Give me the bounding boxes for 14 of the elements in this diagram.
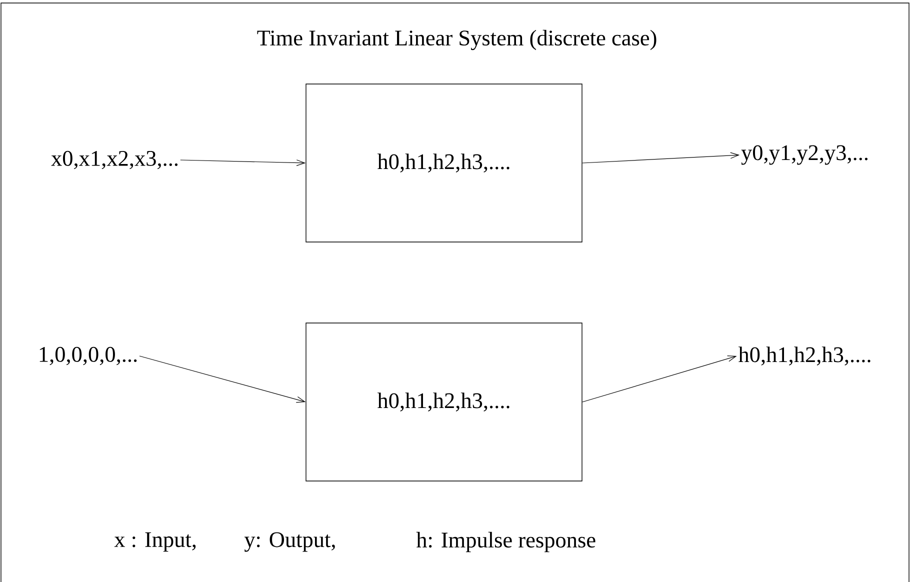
signal-text: x0,x1,x2,x3,... (51, 150, 178, 170)
signal-text: 1,0,0,0,0,... (40, 346, 137, 366)
legend-note: y: Output, (244, 532, 335, 552)
arrow (180, 160, 306, 166)
system-box: h0,h1,h2,h3,.... (306, 322, 582, 482)
title: Time Invariant Linear System (discrete case) (257, 30, 656, 50)
legend-note: h: Impulse response (416, 532, 596, 552)
arrow (582, 152, 740, 164)
arrow (582, 356, 737, 402)
signal-text: y0,y1,y2,y3,... (741, 145, 868, 165)
signal-text: h0,h1,h2,h3,.... (738, 346, 870, 366)
arrow (139, 356, 306, 403)
legend-note: x : Input, (114, 532, 196, 552)
system-box: h0,h1,h2,h3,.... (306, 84, 582, 242)
